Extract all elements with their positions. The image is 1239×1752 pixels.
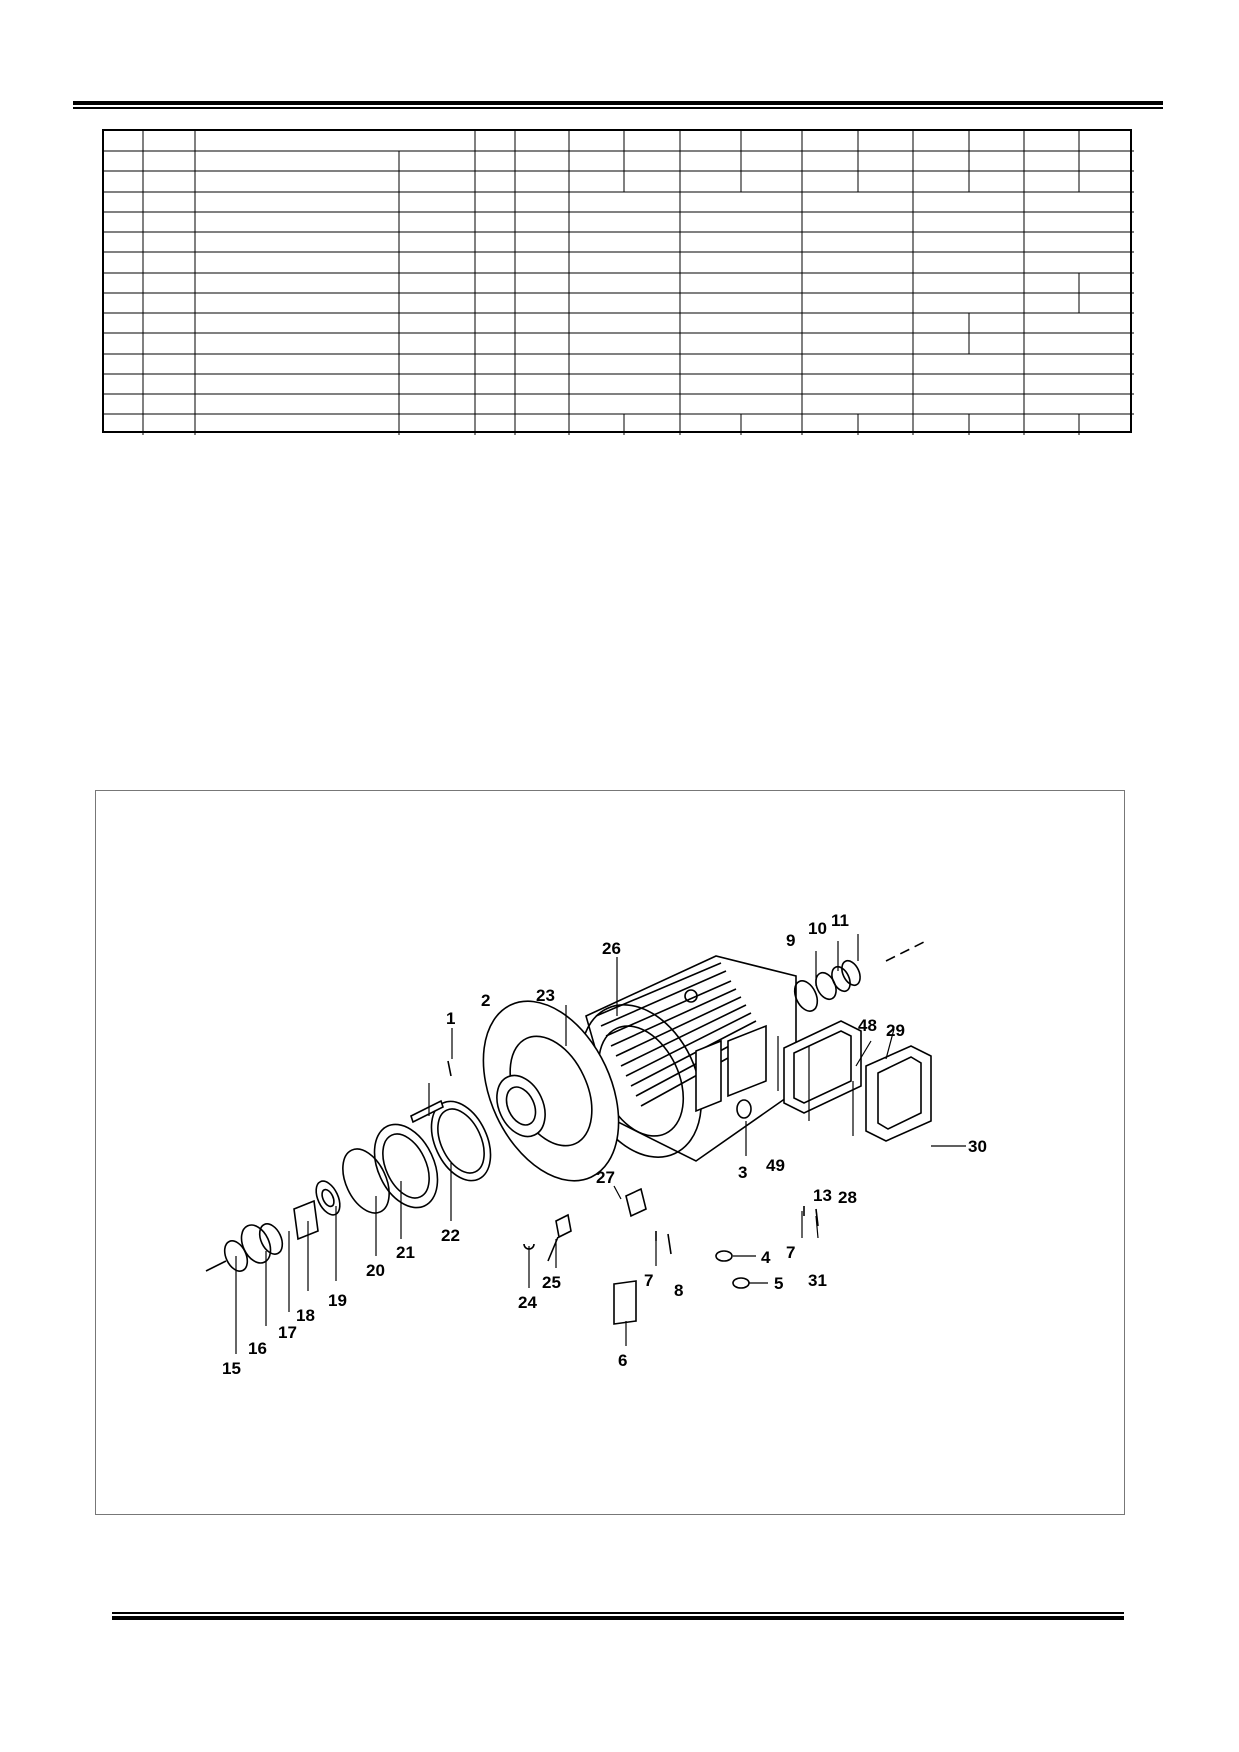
fan-spring-assembly — [793, 940, 927, 1012]
bearing-ring-set — [205, 1100, 492, 1272]
callout-leaders — [235, 934, 966, 1354]
callout-19: 19 — [328, 1291, 347, 1310]
callout-49: 49 — [766, 1156, 785, 1175]
callout-9: 9 — [786, 931, 795, 950]
callout-1: 1 — [446, 1009, 455, 1028]
terminal-box-cover — [865, 1045, 932, 1142]
motor-exploded-drawing: 1 2 3 4 5 6 7 7 8 9 10 11 13 15 16 17 18… — [205, 911, 987, 1378]
header-rule-thin — [73, 107, 1163, 109]
callout-15: 15 — [222, 1359, 241, 1378]
clamp-bolt — [523, 1213, 572, 1262]
callout-26: 26 — [602, 939, 621, 958]
callout-6: 6 — [618, 1351, 627, 1370]
callout-31: 31 — [808, 1271, 827, 1290]
callout-7a: 7 — [644, 1271, 653, 1290]
callout-11: 11 — [831, 911, 849, 930]
bolt-and-pin — [410, 1060, 452, 1124]
callout-4: 4 — [761, 1248, 771, 1267]
callout-48: 48 — [858, 1016, 877, 1035]
callout-13: 13 — [813, 1186, 832, 1205]
callout-2: 2 — [481, 991, 490, 1010]
end-shield-flange — [482, 1000, 620, 1182]
exploded-view-figure: 1 2 3 4 5 6 7 7 8 9 10 11 13 15 16 17 18… — [95, 790, 1125, 1515]
footer-rule-thin — [112, 1612, 1124, 1614]
parts-table-grid — [104, 131, 1134, 435]
nameplate — [613, 1280, 637, 1325]
footer-rule-thick — [112, 1616, 1124, 1620]
callout-25: 25 — [542, 1273, 561, 1292]
callout-17: 17 — [278, 1323, 297, 1342]
callout-7b: 7 — [786, 1243, 795, 1262]
callout-27: 27 — [596, 1168, 615, 1187]
callout-22: 22 — [441, 1226, 460, 1245]
callout-10: 10 — [808, 919, 827, 938]
callout-18: 18 — [296, 1306, 315, 1325]
header-rule-thick — [73, 101, 1163, 105]
parts-table — [102, 129, 1134, 435]
callout-16: 16 — [248, 1339, 267, 1358]
callout-21: 21 — [396, 1243, 415, 1262]
callout-5: 5 — [774, 1274, 783, 1293]
callout-29: 29 — [886, 1021, 905, 1040]
terminal-screws — [655, 1206, 819, 1255]
callout-23: 23 — [536, 986, 555, 1005]
callout-8: 8 — [674, 1281, 683, 1300]
callout-30: 30 — [968, 1137, 987, 1156]
callout-28: 28 — [838, 1188, 857, 1207]
terminal-block — [625, 1187, 647, 1218]
terminal-box — [727, 1020, 862, 1114]
callout-20: 20 — [366, 1261, 385, 1280]
callout-24: 24 — [518, 1293, 537, 1312]
callout-3: 3 — [738, 1163, 747, 1182]
plug — [736, 1099, 752, 1119]
